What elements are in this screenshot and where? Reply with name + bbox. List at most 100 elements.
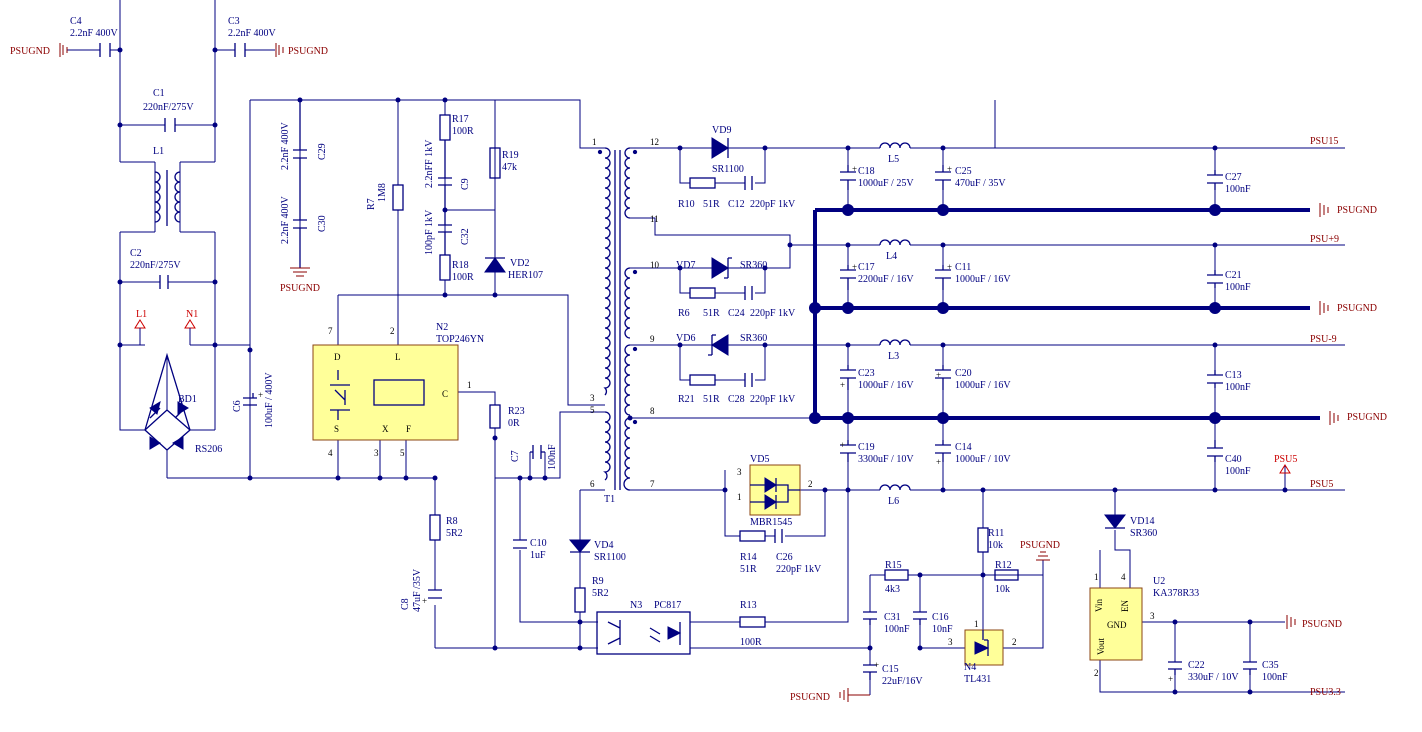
svg-text:+: +: [840, 380, 845, 390]
n2-ref: N2: [436, 322, 448, 333]
net-label-psugnd: PSUGND: [1302, 619, 1342, 630]
c16-value: 10nF: [932, 624, 953, 635]
pin-number: 2: [808, 479, 813, 489]
pin-number: 1: [592, 137, 597, 147]
pin-number: 3: [948, 637, 953, 647]
r13-value: 100R: [740, 637, 762, 648]
c10-ref: C10: [530, 538, 547, 549]
r10-value: 51R: [703, 199, 720, 210]
diode-symbols: [484, 137, 1127, 553]
pin-number: 3: [737, 467, 742, 477]
c3-value: 2.2nF 400V: [228, 28, 277, 39]
vd4-ref: VD4: [594, 540, 613, 551]
net-label-psu5: PSU5: [1310, 479, 1333, 490]
pin-number: 2: [1094, 668, 1099, 678]
r15-ref: R15: [885, 560, 902, 571]
c6-value: 100uF / 400V: [264, 372, 275, 428]
pin-number: 12: [650, 137, 659, 147]
polarity-marks: ++ ++ ++ ++ ++ ++: [258, 164, 1173, 684]
shunt-regulator-n4: [964, 629, 1004, 666]
capacitor-symbols: [99, 43, 1257, 680]
r7-ref: R7: [366, 198, 377, 210]
c12-value: 220pF 1kV: [750, 199, 796, 210]
optocoupler-n3: [596, 611, 691, 655]
r14-ref: R14: [740, 552, 757, 563]
pin-number: 4: [1121, 572, 1126, 582]
c27-value: 100nF: [1225, 184, 1251, 195]
c30-ref: C30: [317, 215, 328, 232]
r7-value: 1M8: [377, 183, 388, 202]
net-label-psugnd: PSUGND: [280, 283, 320, 294]
n2-pin-label-l: L: [395, 352, 401, 362]
pin-number: 9: [650, 334, 655, 344]
r13-ref: R13: [740, 600, 757, 611]
l1-ref: L1: [153, 146, 164, 157]
c8-value: 47uF /35V: [412, 568, 423, 612]
net-labels: PSUGND PSUGND PSUGND PSU15 PSUGND PSU+9 …: [10, 46, 1387, 703]
c1-ref: C1: [153, 88, 165, 99]
bd1-ref: BD1: [178, 394, 197, 405]
r18-ref: R18: [452, 260, 469, 271]
u2-ref: U2: [1153, 576, 1165, 587]
component-labels: C4 2.2nF 400V C3 2.2nF 400V C1 220nF/275…: [70, 16, 1288, 687]
c4-ref: C4: [70, 16, 82, 27]
r23-ref: R23: [508, 406, 525, 417]
pin-number: 1: [974, 619, 979, 629]
c1-value: 220nF/275V: [143, 102, 194, 113]
l3-ref: L3: [888, 351, 899, 362]
pin-number: 4: [328, 448, 333, 458]
net-label-psugnd: PSUGND: [1337, 205, 1377, 216]
pin-number: 7: [328, 326, 333, 336]
r23-value: 0R: [508, 418, 520, 429]
svg-text:+: +: [258, 390, 263, 400]
r14-value: 51R: [740, 564, 757, 575]
c26-ref: C26: [776, 552, 793, 563]
r21-value: 51R: [703, 394, 720, 405]
n4-ref: N4: [964, 662, 976, 673]
svg-text:+: +: [874, 660, 879, 670]
port-label-l1: L1: [136, 309, 147, 320]
pin-number: 1: [1094, 572, 1099, 582]
c32-ref: C32: [460, 228, 471, 245]
n4-value: TL431: [964, 674, 991, 685]
c28-value: 220pF 1kV: [750, 394, 796, 405]
c12-ref: C12: [728, 199, 745, 210]
pin-number: 6: [590, 479, 595, 489]
l4-ref: L4: [886, 251, 897, 262]
c14-value: 1000uF / 10V: [955, 454, 1011, 465]
junctions: [117, 47, 1288, 695]
vd9-ref: VD9: [712, 125, 731, 136]
c40-ref: C40: [1225, 454, 1242, 465]
c15-value: 22uF/16V: [882, 676, 923, 687]
net-label-psu33: PSU3.3: [1310, 687, 1341, 698]
r8-ref: R8: [446, 516, 458, 527]
c35-ref: C35: [1262, 660, 1279, 671]
vd7-value: SR360: [740, 260, 767, 271]
vd5-ref: VD5: [750, 454, 769, 465]
net-label-psugnd: PSUGND: [10, 46, 50, 57]
svg-text:+: +: [947, 262, 952, 272]
u2-pin-label-gnd: GND: [1107, 620, 1127, 630]
n2-pin-label-x: X: [382, 424, 389, 434]
r6-value: 51R: [703, 308, 720, 319]
vd4-value: SR1100: [594, 552, 626, 563]
net-label-psu-minus9: PSU-9: [1310, 334, 1337, 345]
vd14-value: SR360: [1130, 528, 1157, 539]
c2-ref: C2: [130, 248, 142, 259]
c17-ref: C17: [858, 262, 875, 273]
port-labels: L1 N1 PSU5: [136, 309, 1297, 465]
pin-number: 3: [590, 393, 595, 403]
port-label-n1: N1: [186, 309, 198, 320]
regulator-u2: Vin EN GND Vout: [1089, 587, 1143, 661]
pin-number: 8: [650, 406, 655, 416]
c4-value: 2.2nF 400V: [70, 28, 119, 39]
u2-pin-label-vin: Vin: [1094, 599, 1104, 612]
net-label-psu-plus9: PSU+9: [1310, 234, 1339, 245]
pin-number: 5: [590, 405, 595, 415]
c19-ref: C19: [858, 442, 875, 453]
r15-value: 4k3: [885, 584, 900, 595]
u2-value: KA378R33: [1153, 588, 1199, 599]
vd2-value: HER107: [508, 270, 543, 281]
c22-ref: C22: [1188, 660, 1205, 671]
c29-ref: C29: [317, 143, 328, 160]
